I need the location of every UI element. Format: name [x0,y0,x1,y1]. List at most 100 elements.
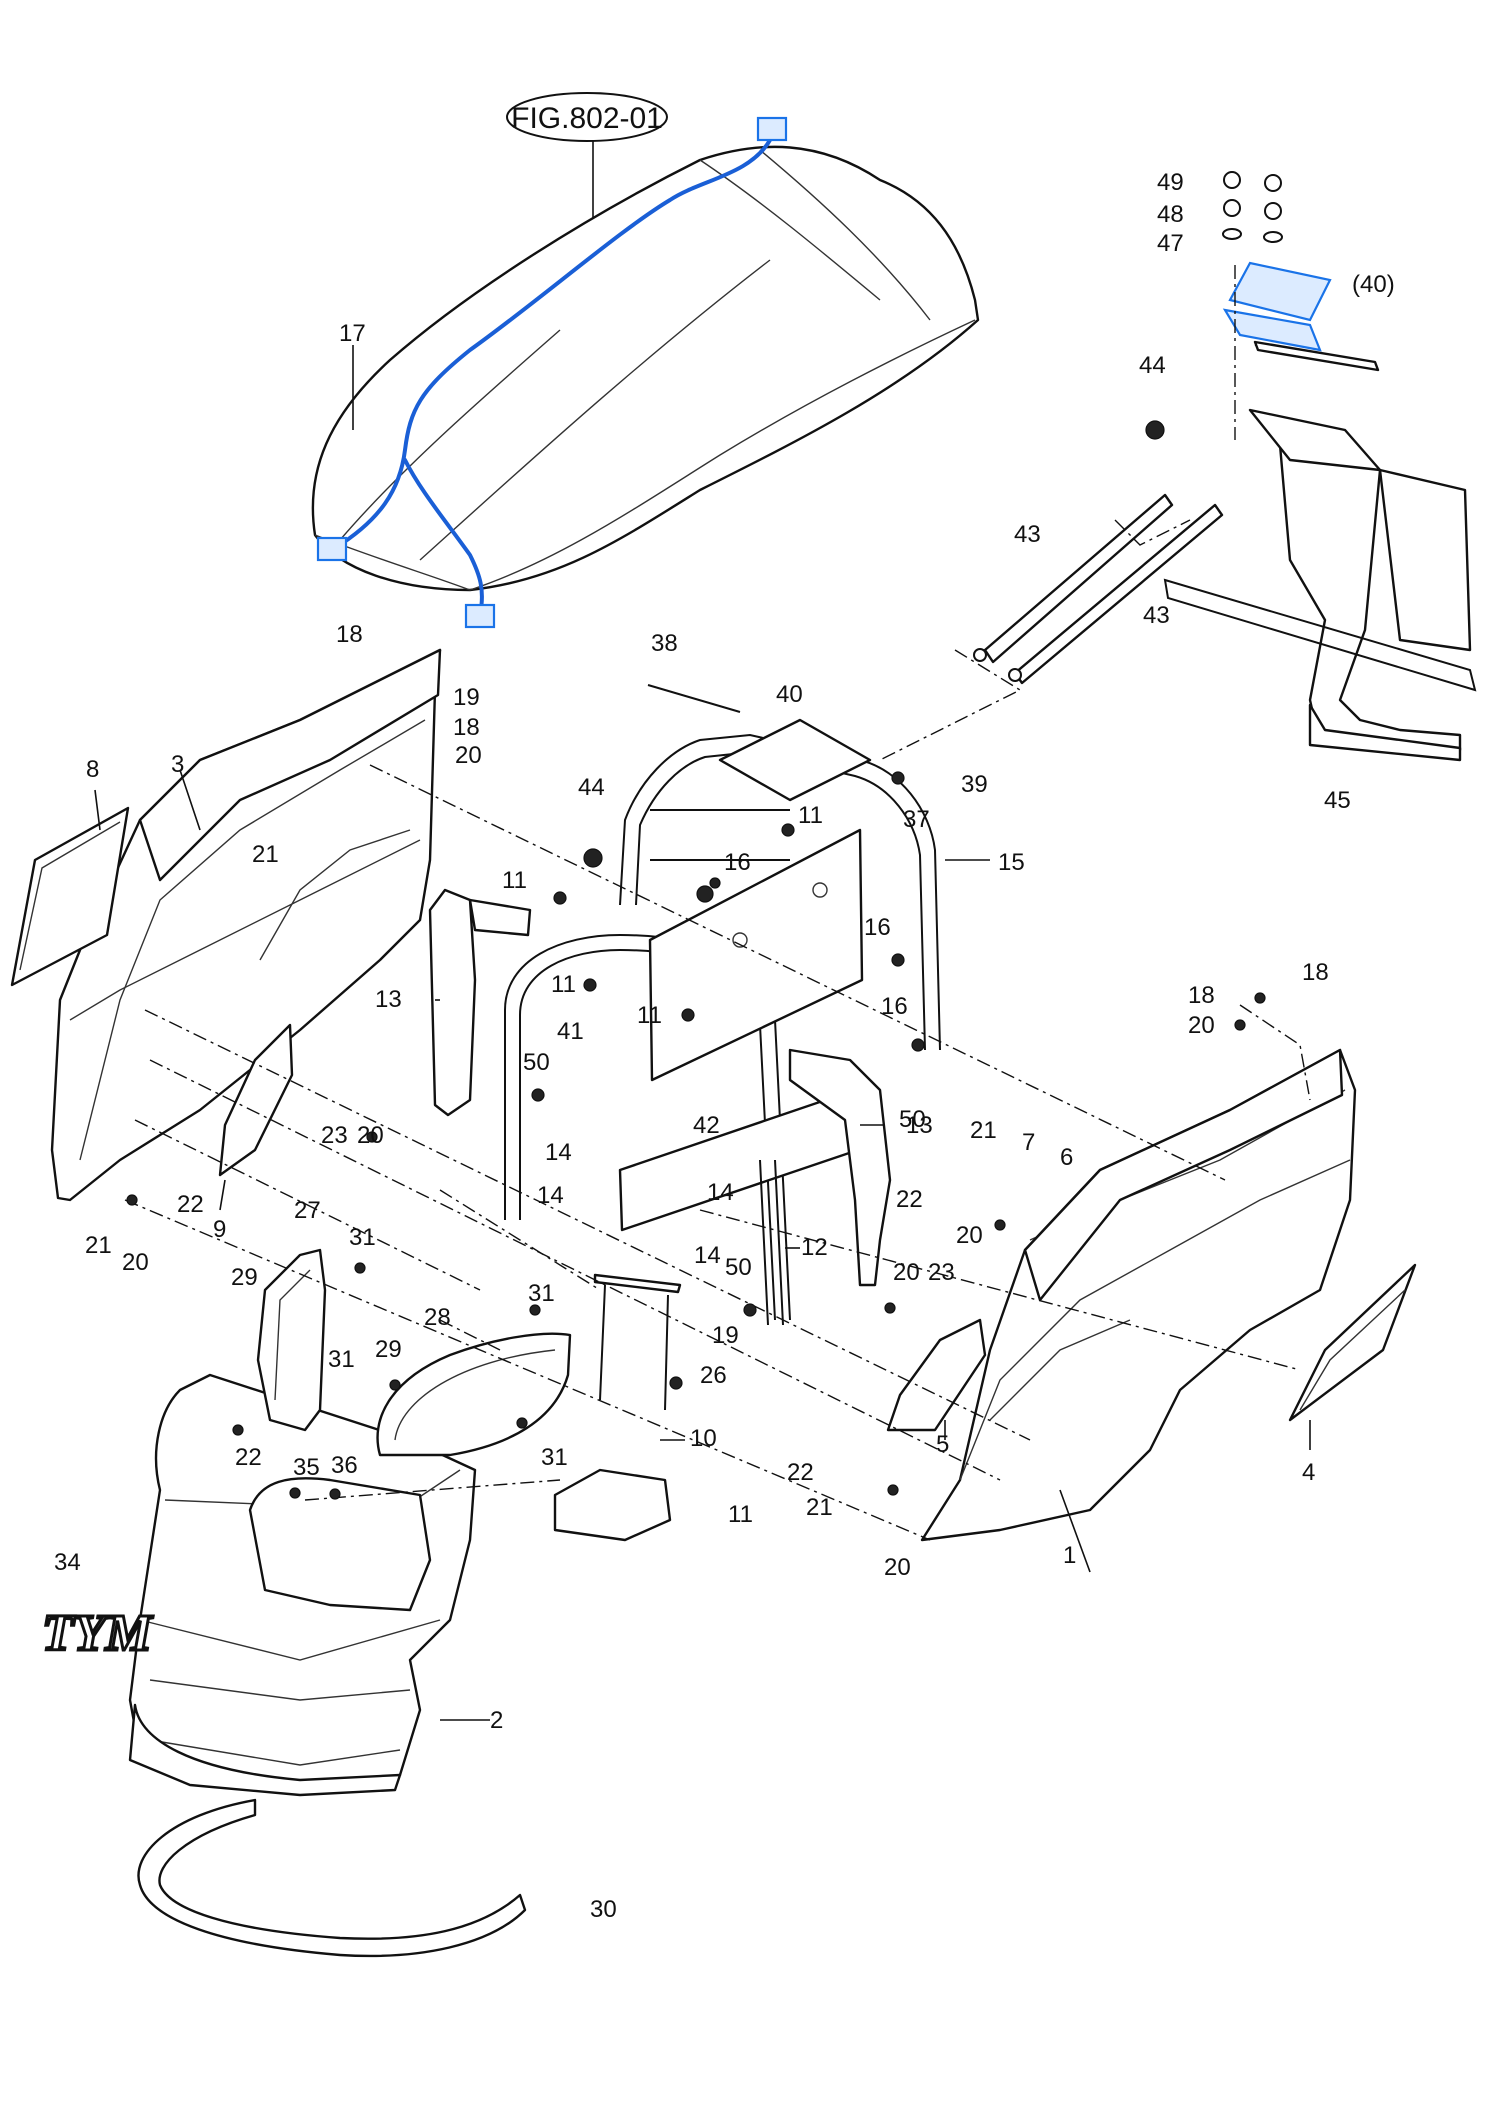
assembly-centerlines [124,265,1311,1541]
left-screen-part-8 [10,806,130,987]
callout-37: 37 [903,806,930,833]
callout-18d: 18 [1302,959,1329,986]
callout-21c: 21 [970,1117,997,1144]
callout-21a: 21 [252,841,279,868]
right-screen-part-4 [1288,1263,1417,1422]
svg-text:FIG.802-01: FIG.802-01 [511,102,663,135]
callout-44b: 44 [1139,352,1166,379]
callout-31a: 31 [349,1224,376,1251]
front-frame-part-42 [618,1088,860,1232]
callout-14c: 14 [707,1179,734,1206]
callout-14a: 14 [545,1139,572,1166]
connector-icon [316,536,348,562]
right-vent-part-5 [886,1318,987,1432]
callout-39: 39 [961,771,988,798]
wiring-harness [316,116,788,629]
callout-2: 2 [490,1707,503,1734]
callout-20f: 20 [893,1259,920,1286]
callout-22c: 22 [896,1186,923,1213]
callout-11d: 11 [798,802,823,829]
callout-18a: 18 [336,621,363,648]
callout-47: 47 [1157,230,1184,257]
stand-part-45 [1163,340,1477,762]
callout-19a: 19 [453,684,480,711]
callout-11a: 11 [502,867,527,894]
callout-31c: 31 [528,1280,555,1307]
callout-11b: 11 [551,971,576,998]
left-side-panel-part-3 [50,648,442,1202]
callout-21d: 21 [806,1494,833,1521]
callout-18b: 18 [453,714,480,741]
callout-16b: 16 [864,914,891,941]
callout-40: 40 [776,681,803,708]
callout-26: 26 [700,1362,727,1389]
figure-reference-label: FIG.802-01 [506,92,668,142]
side-bracket-part-13-left [428,888,532,1117]
callout-49: 49 [1157,169,1184,196]
callout-19b: 19 [712,1322,739,1349]
upper-frame-part-15 [619,718,941,1082]
svg-text:TYM: TYM [42,1605,154,1662]
front-grille-part-2 [128,1373,477,1797]
callout-20b: 20 [357,1122,384,1149]
callout-44a: 44 [578,774,605,801]
callout-1: 1 [1063,1542,1076,1569]
callout-leaders [94,769,1311,1721]
callout-9: 9 [213,1216,226,1243]
seal-strip-part-30 [137,1798,527,1958]
callout-4: 4 [1302,1459,1315,1486]
callout-23b: 23 [928,1259,955,1286]
callout-13b: 13 [906,1112,933,1139]
callout-30: 30 [590,1896,617,1923]
connector-icon [756,116,788,142]
callout-11e: 11 [728,1501,753,1528]
headlight-part-28 [376,1332,572,1457]
callout-22b: 22 [235,1444,262,1471]
callout-16a: 16 [724,849,751,876]
callout-15: 15 [998,849,1025,876]
hood-part-17 [311,145,980,592]
callout-7: 7 [1022,1129,1035,1156]
callout-23a: 23 [321,1122,348,1149]
callout-27: 27 [294,1197,321,1224]
callout-35: 35 [293,1454,320,1481]
callout-41: 41 [557,1018,584,1045]
callout-17: 17 [339,320,366,347]
callout-48: 48 [1157,201,1184,228]
callout-11c: 11 [637,1002,662,1029]
callout-6: 6 [1060,1144,1073,1171]
callout-20d: 20 [1188,1012,1215,1039]
callout-40-reference: (40) [1352,271,1395,298]
side-bracket-part-13-right [788,1048,892,1287]
callout-3: 3 [171,751,184,778]
callout-31b: 31 [328,1346,355,1373]
emblem-part-34: TYM [41,1604,156,1664]
callout-13a: 13 [375,986,402,1013]
callout-20c: 20 [122,1249,149,1276]
callout-43a: 43 [1014,521,1041,548]
headlight-part-27 [256,1248,327,1432]
callout-29a: 29 [231,1264,258,1291]
callout-29b: 29 [375,1336,402,1363]
callout-8: 8 [86,756,99,783]
front-bracket-part-10 [553,1273,682,1542]
callout-12: 12 [801,1234,828,1261]
callout-42: 42 [693,1112,720,1139]
callout-14b: 14 [537,1182,564,1209]
support-rod-part-38 [647,684,741,713]
callout-28: 28 [424,1304,451,1331]
callout-22d: 22 [787,1459,814,1486]
callout-50a: 50 [523,1049,550,1076]
callout-labels: 1 2 3 4 5 6 7 8 9 10 11 11 11 11 11 12 1… [54,169,1395,1923]
callout-36: 36 [331,1452,358,1479]
left-vent-part-9 [218,1023,294,1177]
gas-spring-part-43 [973,493,1224,685]
reference-bracket-part-40 [1222,261,1332,352]
right-side-panel-part-1 [920,1048,1357,1542]
callout-16c: 16 [881,993,908,1020]
rear-frame-part-12 [759,1159,784,1326]
callout-20e: 20 [956,1222,983,1249]
callout-38: 38 [651,630,678,657]
callout-10: 10 [690,1425,717,1452]
